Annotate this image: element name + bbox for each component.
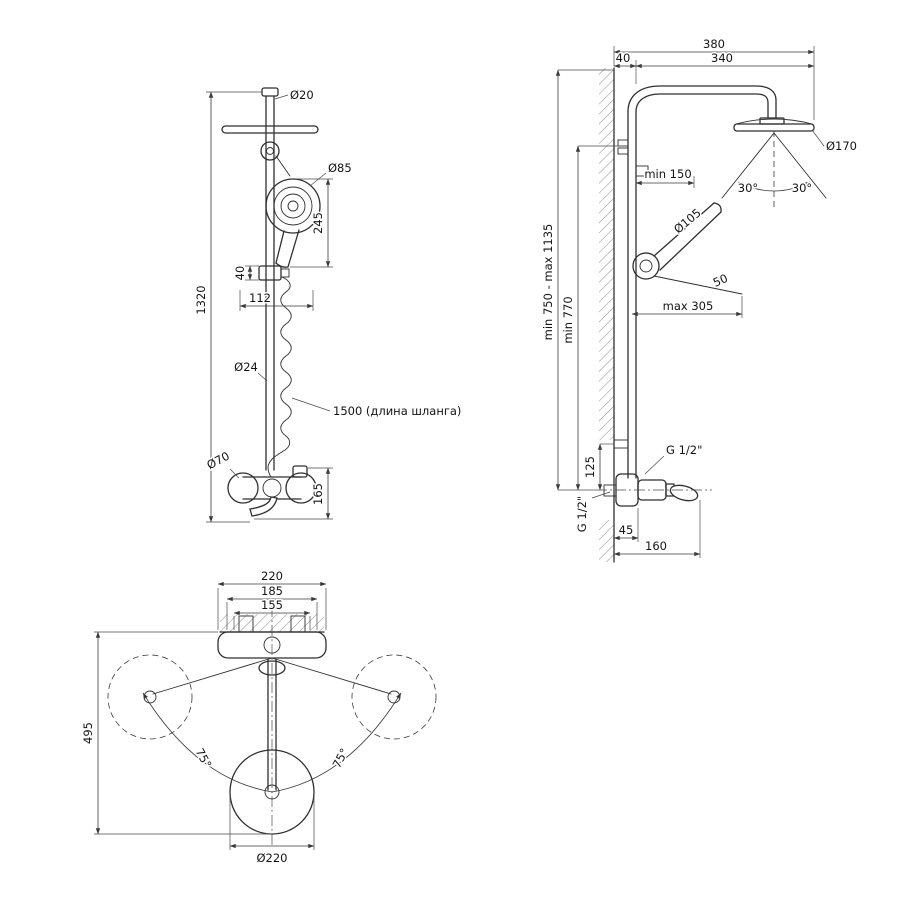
dim-head-diameter: Ø170: [811, 129, 859, 155]
label-hand-shower-offset: 112: [249, 291, 271, 305]
label-spout-reach: 495: [81, 722, 95, 744]
label-escutcheon-span: 185: [261, 584, 283, 598]
dim-spout-reach: 495: [80, 631, 272, 835]
label-min-clearance: min 150: [644, 167, 691, 181]
wall-connection-side: [596, 473, 712, 507]
dim-column-height-range: min 750 - max 1135: [540, 69, 613, 491]
dim-hand-shower-diameter-side: Ø105: [670, 204, 706, 238]
label-spray-angle-left: 30°: [738, 181, 758, 195]
dim-spout-circle-diameter: Ø220: [229, 796, 315, 867]
dim-arm-reach-total: 380: [613, 36, 815, 120]
dim-hand-shower-diameter: Ø85: [309, 160, 353, 187]
label-thread-right: G 1/2": [666, 443, 702, 457]
label-spray-angle-right: 30°: [792, 181, 812, 195]
label-swivel-angle-right: 75°: [330, 746, 352, 771]
hand-shower-front: [265, 178, 321, 268]
dim-min-clearance: min 150: [635, 166, 695, 188]
top-view: 75° 75° 220 185 155 495: [80, 568, 437, 867]
dim-total-depth: 160: [613, 500, 701, 558]
dim-thread-left: G 1/2": [574, 491, 611, 534]
dim-hose-length: 1500 (длина шланга): [291, 397, 463, 420]
label-body-depth: 45: [619, 523, 634, 537]
label-column-height-range: min 750 - max 1135: [541, 224, 555, 341]
front-view: Ø20 Ø85 245 40 112 1320: [193, 87, 463, 523]
side-view: 30° 30° 380 40: [540, 36, 859, 563]
dim-min-height: min 770: [560, 145, 626, 491]
dim-mixer-height: 165: [254, 467, 333, 520]
label-thread-left: G 1/2": [575, 496, 589, 532]
label-mixer-height: 165: [311, 483, 325, 505]
rain-shower-head-front: [221, 125, 319, 177]
dim-thread-right: G 1/2": [644, 442, 704, 475]
label-pipe-diameter: Ø24: [234, 360, 258, 374]
dim-body-width: 220: [217, 568, 327, 630]
label-supply-span: 155: [261, 598, 283, 612]
label-total-depth: 160: [645, 539, 667, 553]
label-body-width: 220: [261, 569, 283, 583]
dim-escutcheon-span: 185: [226, 583, 318, 630]
label-head-diameter: Ø170: [826, 139, 857, 153]
dim-connection-offset: 125: [582, 443, 614, 491]
dim-body-depth: 45: [613, 508, 639, 542]
dim-escutcheon-diameter: Ø70: [203, 447, 240, 479]
label-hand-shower-diameter-side: Ø105: [671, 206, 704, 237]
dim-slider-height: 40: [232, 264, 259, 282]
label-wall-offset: 40: [616, 51, 631, 65]
label-hand-shower-depth: 50: [711, 271, 730, 290]
dim-arm-reach: 340: [635, 50, 815, 69]
dim-wall-offset: 40: [613, 50, 637, 84]
label-hose-length: 1500 (длина шланга): [333, 404, 461, 418]
slider-bracket: [258, 265, 290, 281]
shower-column-pipe: [261, 87, 279, 471]
label-connection-offset: 125: [583, 456, 597, 478]
label-spout-circle-diameter: Ø220: [256, 851, 287, 865]
dim-pipe-top-diameter: Ø20: [274, 87, 315, 104]
spout-arm: [229, 606, 315, 845]
rain-shower-head-side: [733, 118, 815, 132]
dim-hand-shower-height: 245: [290, 178, 333, 268]
label-arm-reach-total: 380: [703, 37, 725, 51]
label-escutcheon-diameter: Ø70: [204, 449, 231, 472]
label-arm-reach: 340: [711, 51, 733, 65]
dim-hand-shower-depth: 50: [709, 269, 731, 291]
label-max-reach: max 305: [663, 299, 714, 313]
dim-supply-span: 155: [233, 597, 311, 630]
label-pipe-top-diameter: Ø20: [290, 88, 314, 102]
label-hand-shower-diameter: Ø85: [328, 161, 352, 175]
label-swivel-angle-left: 75°: [193, 746, 215, 771]
wall-section-side: [599, 67, 615, 563]
label-hand-shower-height: 245: [311, 212, 325, 234]
hand-shower-side: [632, 202, 743, 295]
dim-total-height: 1320: [193, 91, 262, 523]
dim-pipe-diameter: Ø24: [233, 359, 268, 382]
label-min-height: min 770: [561, 296, 575, 343]
dim-hand-shower-offset: 112: [239, 290, 314, 311]
column-pipe-side: [613, 85, 785, 479]
label-slider-height: 40: [233, 266, 247, 281]
dim-max-reach: max 305: [631, 296, 743, 318]
shower-hose: [267, 276, 292, 478]
mixer-front: [227, 465, 317, 517]
label-total-height: 1320: [194, 285, 208, 314]
spray-cone: 30° 30°: [721, 131, 827, 210]
